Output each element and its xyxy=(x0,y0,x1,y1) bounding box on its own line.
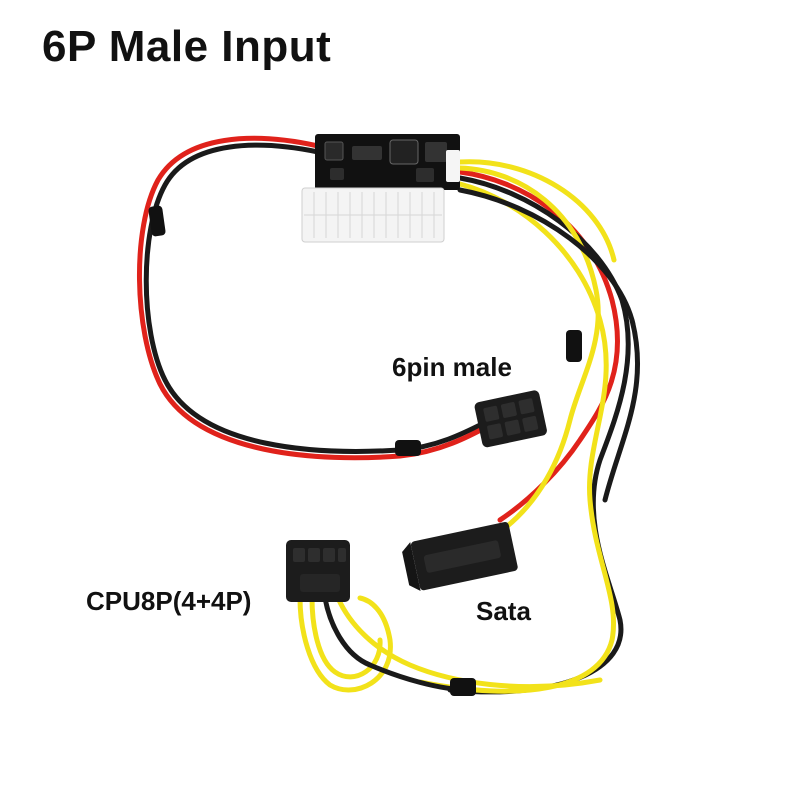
shrink-tube xyxy=(450,678,476,696)
label-6pin-male: 6pin male xyxy=(392,352,512,382)
label-cpu-8p: CPU8P(4+4P) xyxy=(86,586,252,616)
pcb-module xyxy=(301,134,460,243)
shrink-tube xyxy=(566,330,582,362)
shrink-tube xyxy=(395,440,421,456)
connector-cpu-8p xyxy=(286,540,350,602)
label-sata: Sata xyxy=(476,596,531,626)
cable-cpu-loop xyxy=(297,595,603,693)
connector-sata xyxy=(402,522,518,591)
shrink-tube xyxy=(148,205,166,237)
connector-6pin xyxy=(474,390,547,448)
page-title: 6P Male Input xyxy=(42,22,332,71)
cable-right-bundle xyxy=(417,159,641,695)
